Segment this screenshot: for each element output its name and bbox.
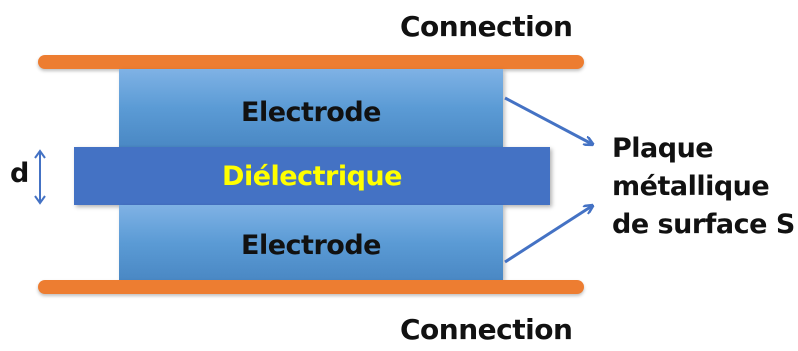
connection-label-bottom: Connection — [400, 313, 573, 346]
electrode-label-bottom: Electrode — [241, 230, 381, 261]
arrow-to-top-electrode-icon — [504, 96, 592, 144]
electrode-top: Electrode — [119, 69, 503, 147]
arrow-to-bottom-electrode-icon — [504, 206, 592, 264]
plate-label-line-3: de surface S — [612, 209, 795, 240]
plate-description: Plaque métallique de surface S — [612, 130, 795, 244]
connection-bar-bottom — [38, 280, 584, 294]
dielectric-layer: Diélectrique — [74, 147, 550, 205]
plate-label-line-2: métallique — [612, 171, 770, 202]
electrode-label-top: Electrode — [241, 97, 381, 128]
connection-label-top: Connection — [400, 10, 573, 43]
dielectric-label: Diélectrique — [222, 161, 402, 192]
double-headed-vertical-arrow-icon — [34, 149, 46, 205]
connection-bar-top — [38, 55, 584, 69]
electrode-bottom: Electrode — [119, 205, 503, 280]
plate-label-line-1: Plaque — [612, 133, 714, 164]
thickness-label: d — [10, 158, 30, 189]
